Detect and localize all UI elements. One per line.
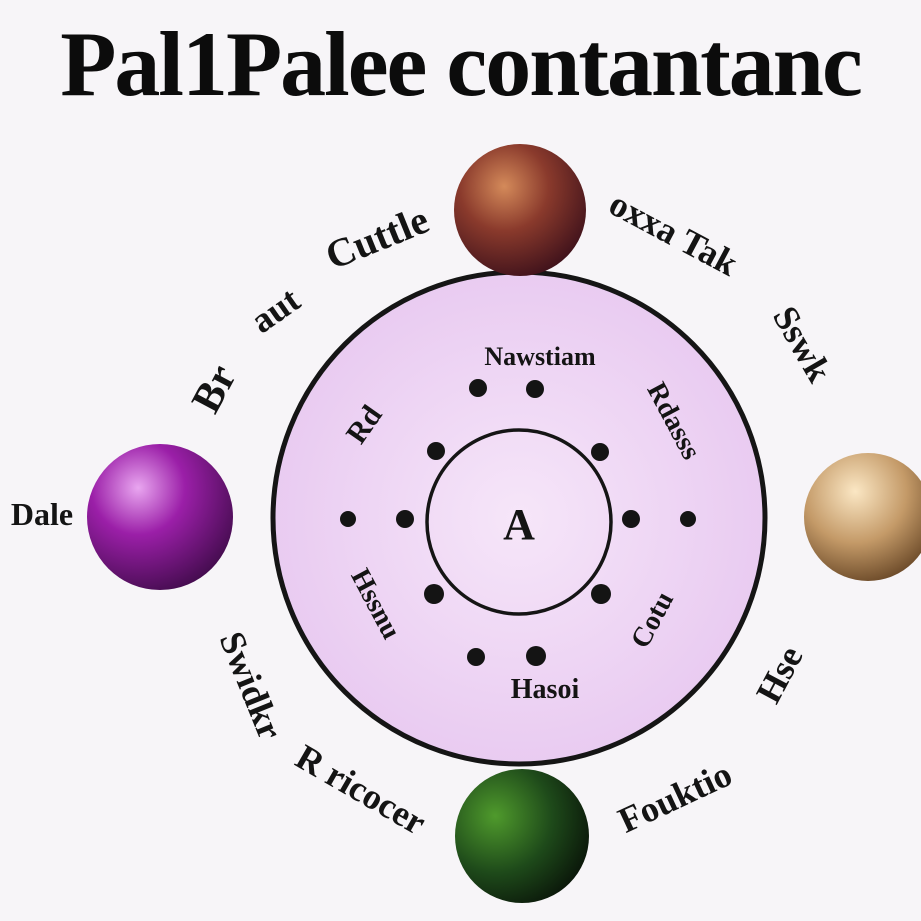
marker-ring [340,379,696,666]
arrow-marker [591,443,609,461]
outer-label-top-left: Cuttle [319,197,435,279]
outer-label-lower-left: Swidkr [212,626,291,745]
star-marker [469,379,487,397]
star-marker [526,380,544,398]
inner-label-top: Nawstiam [484,342,596,371]
star-marker [427,442,445,460]
outer-label-lower-right-1: Hse [748,639,811,709]
outer-label-top-right: oxxa Tak [603,183,745,284]
star-marker [680,511,696,527]
outer-label-upper-left-2: aut [243,279,307,340]
center-label: A [503,500,535,549]
dot-marker [424,584,444,604]
inner-circle [425,428,613,616]
gold-sphere-icon [804,453,921,581]
page-title: Pal1Palee contantanc [60,13,863,115]
outer-label-right-upper: Sswk [765,299,840,388]
outer-label-lower-right-2: Fouktio [612,754,738,841]
maroon-sphere-icon [454,144,586,276]
star-marker [467,648,485,666]
dot-marker [591,584,611,604]
star-marker [340,511,356,527]
purple-sphere-icon [87,444,233,590]
sphere-label-left: Dale [11,496,73,532]
inner-label-bottom: Hasoi [511,674,580,705]
dot-marker [622,510,640,528]
outer-label-bottom-left: R ricocer [289,737,433,843]
outer-label-upper-left-1: Br [183,358,246,421]
dot-marker [396,510,414,528]
dot-marker [526,646,546,666]
green-sphere-icon [455,769,589,903]
